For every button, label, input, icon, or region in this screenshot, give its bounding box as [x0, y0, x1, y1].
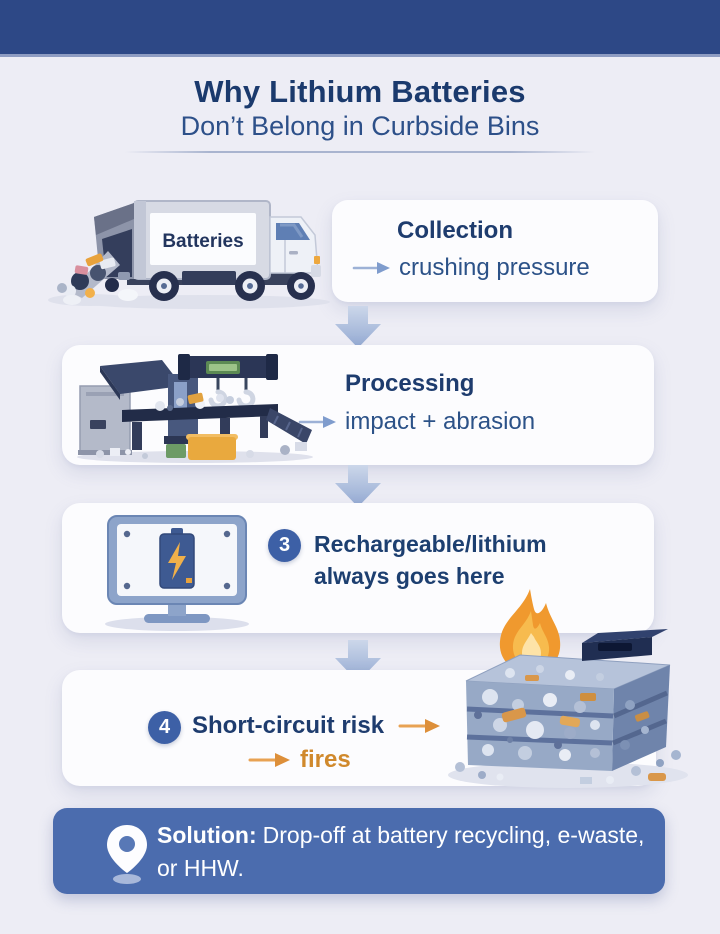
orange-right-arrow-icon: [398, 719, 441, 733]
step4-fires-row: fires: [248, 746, 351, 774]
garbage-truck-illustration: Batteries: [48, 200, 330, 309]
solution-detail: Drop-off at battery recycling, e-waste, …: [157, 822, 645, 881]
truck-side-label: Batteries: [162, 231, 243, 252]
battery-sign-illustration: [105, 515, 249, 631]
lightning-bolt-icon: [168, 542, 186, 580]
step4-badge: 4: [148, 711, 181, 744]
solution-banner: Solution:Drop-off at battery recycling, …: [53, 808, 665, 894]
location-pin-icon: [107, 825, 147, 884]
step3-line1: Rechargeable/lithium: [314, 531, 547, 557]
step3-text: Rechargeable/lithium always goes here: [314, 528, 547, 592]
down-arrow-icon: [335, 640, 381, 682]
down-arrow-icon: [335, 306, 381, 348]
solution-label: Solution:: [157, 822, 257, 848]
down-arrow-icon: [335, 465, 381, 507]
step2-detail: impact + abrasion: [345, 408, 536, 435]
step4-heading-row: Short-circuit risk: [192, 712, 441, 740]
page-title-line2: Don’t Belong in Curbside Bins: [180, 111, 540, 141]
step-card-collection: Collection crushing pressure: [332, 200, 658, 302]
step4-detail: fires: [300, 746, 351, 773]
step3-line2: always goes here: [314, 563, 505, 589]
spilled-batteries: [57, 253, 138, 305]
page-title-line1: Why Lithium Batteries: [194, 74, 526, 109]
header-bar: [0, 0, 720, 57]
truck-wheels: [149, 271, 315, 301]
step4-heading: Short-circuit risk: [192, 712, 385, 739]
title-divider: [125, 151, 595, 153]
burning-trash-bale-illustration: [448, 589, 688, 788]
step1-heading: Collection: [397, 217, 514, 244]
solution-text: Solution:Drop-off at battery recycling, …: [157, 819, 657, 885]
flame-icon: [499, 589, 561, 673]
orange-right-arrow-icon: [248, 753, 290, 767]
battery-crate: [582, 629, 668, 661]
step1-detail: crushing pressure: [399, 254, 590, 281]
step2-heading: Processing: [345, 370, 475, 397]
right-arrow-icon: [352, 262, 390, 274]
right-arrow-icon: [298, 416, 336, 428]
step3-badge: 3: [268, 529, 301, 562]
processing-machine-illustration: [77, 354, 313, 463]
